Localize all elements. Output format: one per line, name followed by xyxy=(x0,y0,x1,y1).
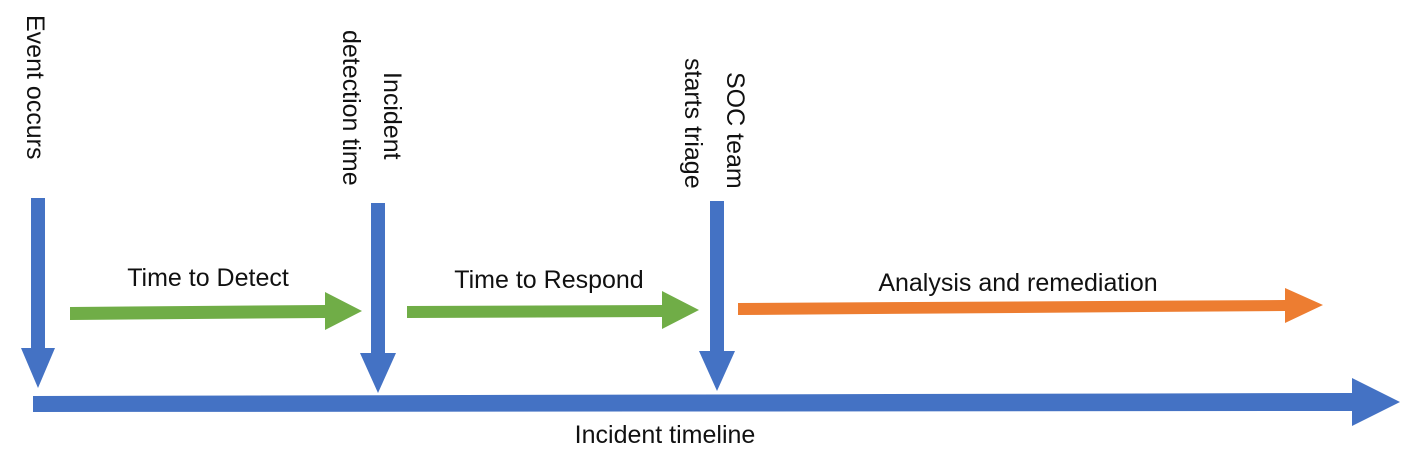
phase-label-time-to-detect: Time to Detect xyxy=(127,264,289,292)
event-occurs-arrow xyxy=(21,198,55,388)
analysis-remediation-arrow xyxy=(738,288,1323,323)
milestone-label-detection-line1: Incident xyxy=(378,72,406,160)
milestone-label-event-occurs: Event occurs xyxy=(21,15,49,160)
milestone-label-detection-line2: detection time xyxy=(337,30,365,186)
phase-label-time-to-respond: Time to Respond xyxy=(454,266,643,294)
phase-label-analysis-remediation: Analysis and remediation xyxy=(878,269,1157,297)
timeline-label: Incident timeline xyxy=(575,421,756,449)
time-to-respond-arrow xyxy=(407,291,699,329)
timeline-arrow xyxy=(33,378,1400,426)
triage-start-arrow xyxy=(699,201,735,391)
time-to-detect-arrow xyxy=(70,292,362,330)
milestone-label-triage-line1: SOC team xyxy=(721,72,749,189)
detection-time-arrow xyxy=(360,203,396,393)
milestone-label-triage-line2: starts triage xyxy=(679,58,707,189)
